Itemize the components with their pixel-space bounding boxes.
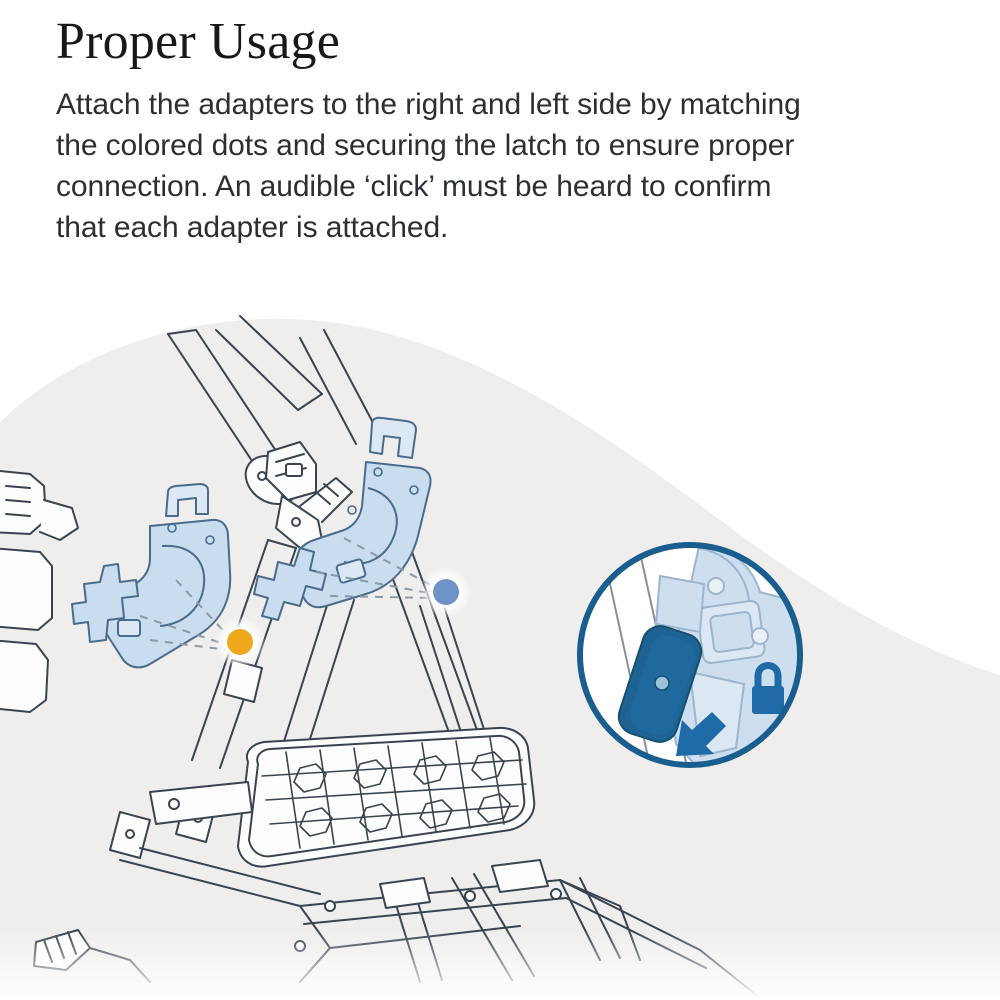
latch-slab xyxy=(617,625,703,743)
instructions-line: the colored dots and securing the latch … xyxy=(56,129,795,163)
instructions-paragraph: Attach the adapters to the right and lef… xyxy=(56,84,936,248)
latch-direction-arrow xyxy=(676,712,726,756)
upper-right-tube xyxy=(215,315,323,411)
lock-icon xyxy=(752,662,784,714)
instructions-line: that each adapter is attached. xyxy=(56,211,449,245)
left-frame-cluster xyxy=(0,469,79,713)
footrest-lattice xyxy=(261,737,527,849)
footrest-panel xyxy=(149,726,536,868)
text-block: Proper Usage Attach the adapters to the … xyxy=(56,13,936,248)
right-adapter-dot xyxy=(420,566,472,618)
right-adapter xyxy=(253,416,432,621)
left-adapter-dot xyxy=(214,616,266,668)
stroller-frame xyxy=(0,315,761,999)
instructions-line: Attach the adapters to the right and lef… xyxy=(56,88,801,122)
handle-clamp xyxy=(265,441,317,501)
bottom-fade xyxy=(0,930,1000,1000)
left-adapter xyxy=(71,483,232,669)
handle-bar xyxy=(299,329,381,445)
instructions-line: connection. An audible ‘click’ must be h… xyxy=(56,170,772,204)
latch-detail-circle xyxy=(577,542,803,768)
page-title: Proper Usage xyxy=(56,13,340,70)
